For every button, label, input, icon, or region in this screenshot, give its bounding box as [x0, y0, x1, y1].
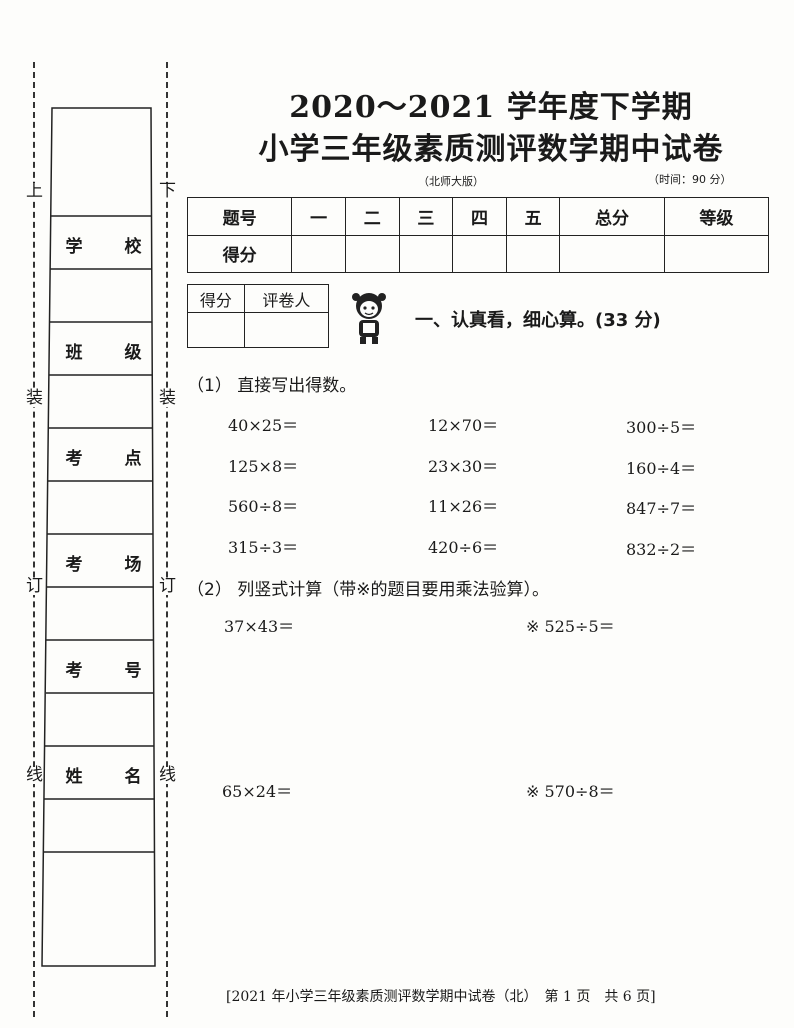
mental-math-problem: 23×30＝: [428, 457, 499, 476]
field-label-exam-site: 考 点: [65, 449, 160, 469]
score-entry-cell[interactable]: [559, 234, 665, 273]
grader-entry-cell[interactable]: [187, 312, 245, 348]
score-header-cell: 总分: [559, 197, 665, 236]
part1-title: （1） 直接写出得数。: [187, 376, 357, 396]
edition-label: （北师大版）: [418, 175, 484, 188]
mental-math-problem: 40×25＝: [228, 416, 299, 435]
mental-math-problem: 560÷8＝: [228, 497, 299, 516]
score-entry-cell[interactable]: [344, 234, 400, 273]
field-label-exam-number: 考 号: [65, 661, 160, 681]
binding-line-right: [166, 62, 168, 1017]
binding-char-right-4: 线: [159, 765, 176, 785]
field-label-school: 学 校: [65, 237, 160, 257]
binding-char-right-2: 装: [159, 388, 176, 408]
grader-header-score: 得分: [187, 284, 245, 313]
mental-math-problem: 847÷7＝: [626, 499, 697, 518]
grader-table: 得分 评卷人: [187, 284, 330, 348]
grader-entry-cell[interactable]: [243, 312, 330, 348]
mental-math-problem: 832÷2＝: [626, 540, 697, 559]
binding-char-left-2: 装: [26, 388, 43, 408]
vertical-calc-problem: ※ 570÷8＝: [526, 782, 615, 801]
section-heading: 一、认真看，细心算。(33 分): [415, 310, 661, 331]
exam-title-line2: 小学三年级素质测评数学期中试卷: [258, 132, 724, 167]
vertical-calc-problem: 65×24＝: [222, 782, 293, 801]
mental-math-problem: 12×70＝: [428, 416, 499, 435]
vertical-calc-problem: 37×43＝: [224, 617, 295, 636]
score-header-cell: 三: [398, 197, 454, 236]
binding-char-left-3: 订: [26, 576, 43, 596]
score-header-cell: 题号: [186, 197, 293, 236]
page-footer: [2021 年小学三年级素质测评数学期中试卷（北） 第 1 页 共 6 页]: [226, 989, 656, 1005]
score-header-cell: 二: [344, 197, 400, 236]
field-label-exam-room: 考 场: [65, 555, 160, 575]
binding-char-left-1: 上: [26, 181, 43, 201]
mental-math-problem: 125×8＝: [228, 457, 299, 476]
time-label: （时间：90 分）: [648, 173, 732, 186]
score-table: 题号 一 二 三 四 五 总分 等级 得分: [186, 197, 770, 273]
field-label-class: 班 级: [65, 343, 160, 363]
score-header-cell: 等级: [663, 197, 770, 236]
mental-math-problem: 11×26＝: [428, 497, 499, 516]
score-row-label: 得分: [186, 234, 293, 273]
score-entry-cell[interactable]: [398, 234, 454, 273]
score-header-cell: 一: [291, 197, 346, 236]
mental-math-problem: 160÷4＝: [626, 459, 697, 478]
score-entry-cell[interactable]: [452, 234, 507, 273]
score-entry-cell[interactable]: [505, 234, 561, 273]
binding-char-right-1: 下: [159, 181, 176, 201]
exam-title-line1: 2020～2021 学年度下学期: [289, 90, 693, 125]
part2-title: （2） 列竖式计算（带※的题目要用乘法验算）。: [187, 580, 549, 600]
vertical-calc-problem: ※ 525÷5＝: [526, 617, 615, 636]
grader-header-grader: 评卷人: [243, 284, 330, 313]
mental-math-problem: 300÷5＝: [626, 418, 697, 437]
binding-char-left-4: 线: [26, 765, 43, 785]
binding-line-left: [33, 62, 35, 1017]
mental-math-problem: 315÷3＝: [228, 538, 299, 557]
score-entry-cell[interactable]: [291, 234, 346, 273]
student-info-strip: 学 校 班 级 考 点 考 场 考 号 姓 名: [40, 106, 167, 968]
binding-char-right-3: 订: [159, 576, 176, 596]
student-info-grid: [41, 107, 156, 967]
mental-math-problem: 420÷6＝: [428, 538, 499, 557]
score-entry-cell[interactable]: [663, 234, 770, 273]
score-header-cell: 五: [505, 197, 561, 236]
mascot-illustration: [352, 293, 386, 344]
field-label-name: 姓 名: [65, 767, 160, 787]
score-header-cell: 四: [452, 197, 507, 236]
